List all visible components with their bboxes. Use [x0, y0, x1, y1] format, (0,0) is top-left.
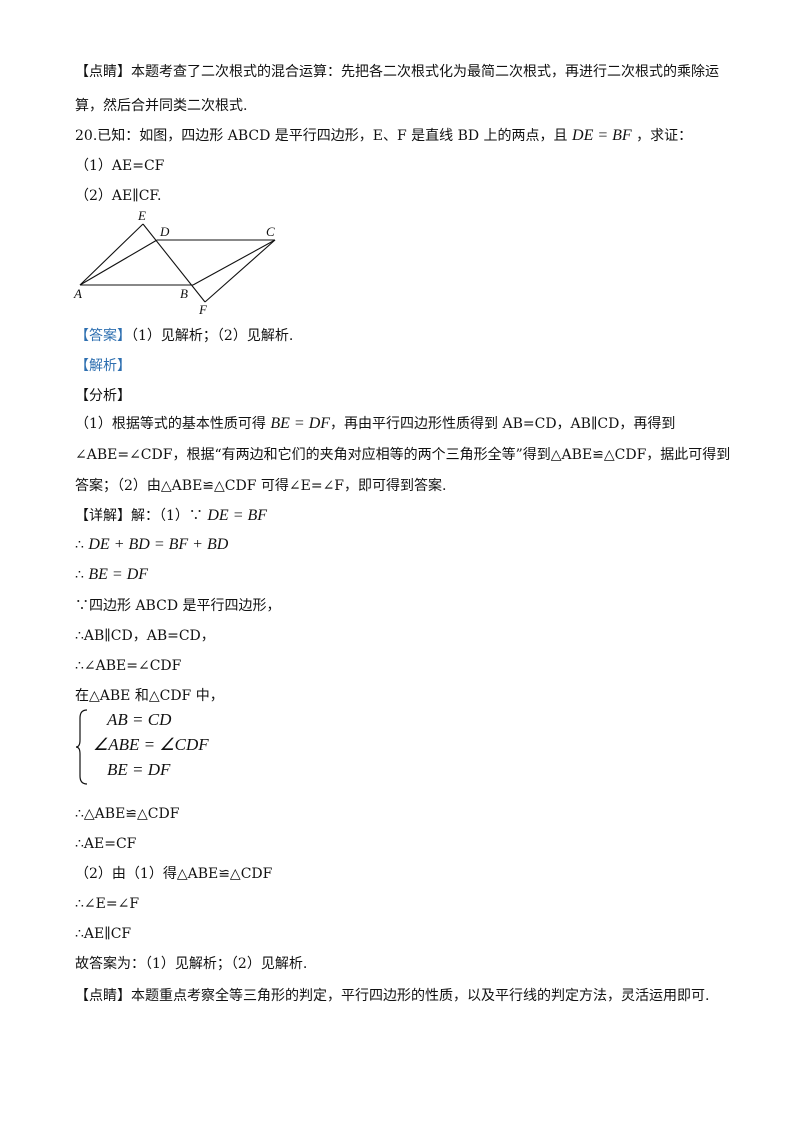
answer-tag: 【答案】 [75, 328, 131, 344]
solution-step-6: 在△ABE 和△CDF 中， [75, 688, 224, 704]
system-row-1: AB = CD [107, 710, 172, 729]
segment-AE [79, 223, 144, 286]
solution-step-1: ∴ DE + BD = BF + BD [75, 535, 228, 555]
system-row-2: ∠ABE = ∠CDF [93, 735, 209, 754]
label-F: F [198, 302, 208, 316]
analysis-tag: 【解析】 [75, 358, 131, 374]
label-B: B [180, 286, 188, 301]
segment-EF [142, 223, 206, 303]
previous-commentary-line-2: 算，然后合并同类二次根式. [75, 98, 248, 114]
problem-condition-math: DE = BF [572, 127, 632, 144]
answer-text: （1）见解析；（2）见解析. [131, 328, 294, 344]
solution-step-7: ∴△ABE≌△CDF [75, 806, 180, 822]
analysis-text-1b: ，再由平行四边形性质得到 AB=CD，AB∥CD，再得到 [330, 416, 676, 432]
solution-step-2: ∴ BE = DF [75, 565, 148, 585]
problem-text-end: ，求证： [636, 128, 693, 144]
solution-step-11: ∴AE∥CF [75, 926, 132, 942]
analysis-math-1: BE = DF [270, 415, 331, 432]
solution-step-10: ∴∠E=∠F [75, 896, 140, 912]
solution-step-3: ∵四边形 ABCD 是平行四边形， [75, 598, 281, 614]
label-A: A [73, 286, 82, 301]
parallelogram-figure: E D C A B F [73, 208, 276, 316]
question-1: （1）AE=CF [75, 158, 165, 174]
analysis-line-3: 答案；（2）由△ABE≌△CDF 可得∠E=∠F，即可得到答案. [75, 478, 447, 494]
label-D: D [159, 224, 170, 239]
analysis-line-1: （1）根据等式的基本性质可得 BE = DF，再由平行四边形性质得到 AB=CD… [75, 414, 675, 434]
label-C: C [266, 224, 275, 239]
label-E: E [137, 208, 146, 223]
therefore-symbol: ∴ [75, 537, 84, 553]
conclusion: 故答案为：（1）见解析；（2）见解析. [75, 956, 308, 972]
solution-heading: 【详解】解：（1）∵ [75, 508, 203, 524]
previous-commentary-line-1: 【点睛】本题考查了二次根式的混合运算：先把各二次根式化为最简二次根式，再进行二次… [75, 64, 719, 80]
problem-statement: 20.已知：如图，四边形 ABCD 是平行四边形，E、F 是直线 BD 上的两点… [75, 126, 692, 146]
solution-start: 【详解】解：（1）∵ DE = BF [75, 506, 267, 526]
solution-step-8: ∴AE=CF [75, 836, 137, 852]
segment-AD [79, 239, 158, 286]
segment-BC [192, 239, 276, 286]
fenxi-heading: 【分析】 [75, 388, 131, 404]
solution-step-4: ∴AB∥CD，AB=CD， [75, 628, 215, 644]
answer-line: 【答案】（1）见解析；（2）见解析. [75, 326, 293, 346]
congruence-system: AB = CD ∠ABE = ∠CDF BE = DF [75, 708, 295, 786]
solution-step-5: ∴∠ABE=∠CDF [75, 658, 182, 674]
solution-step-9: （2）由（1）得△ABE≌△CDF [75, 866, 273, 882]
analysis-line-2: ∠ABE=∠CDF，根据“有两边和它们的夹角对应相等的两个三角形全等”得到△AB… [75, 447, 731, 463]
step-1-math: DE + BD = BF + BD [88, 536, 229, 553]
question-2: （2）AE∥CF. [75, 188, 162, 204]
step-2-math: BE = DF [88, 566, 149, 583]
solution-given-math: DE = BF [207, 507, 268, 524]
system-row-3: BE = DF [107, 760, 171, 779]
left-brace-icon [75, 709, 88, 785]
therefore-symbol: ∴ [75, 567, 84, 583]
problem-text: 20.已知：如图，四边形 ABCD 是平行四边形，E、F 是直线 BD 上的两点… [75, 128, 568, 144]
segment-CF [204, 239, 276, 303]
commentary: 【点睛】本题重点考察全等三角形的判定，平行四边形的性质，以及平行线的判定方法，灵… [75, 988, 710, 1004]
analysis-text-1: （1）根据等式的基本性质可得 [75, 416, 266, 432]
